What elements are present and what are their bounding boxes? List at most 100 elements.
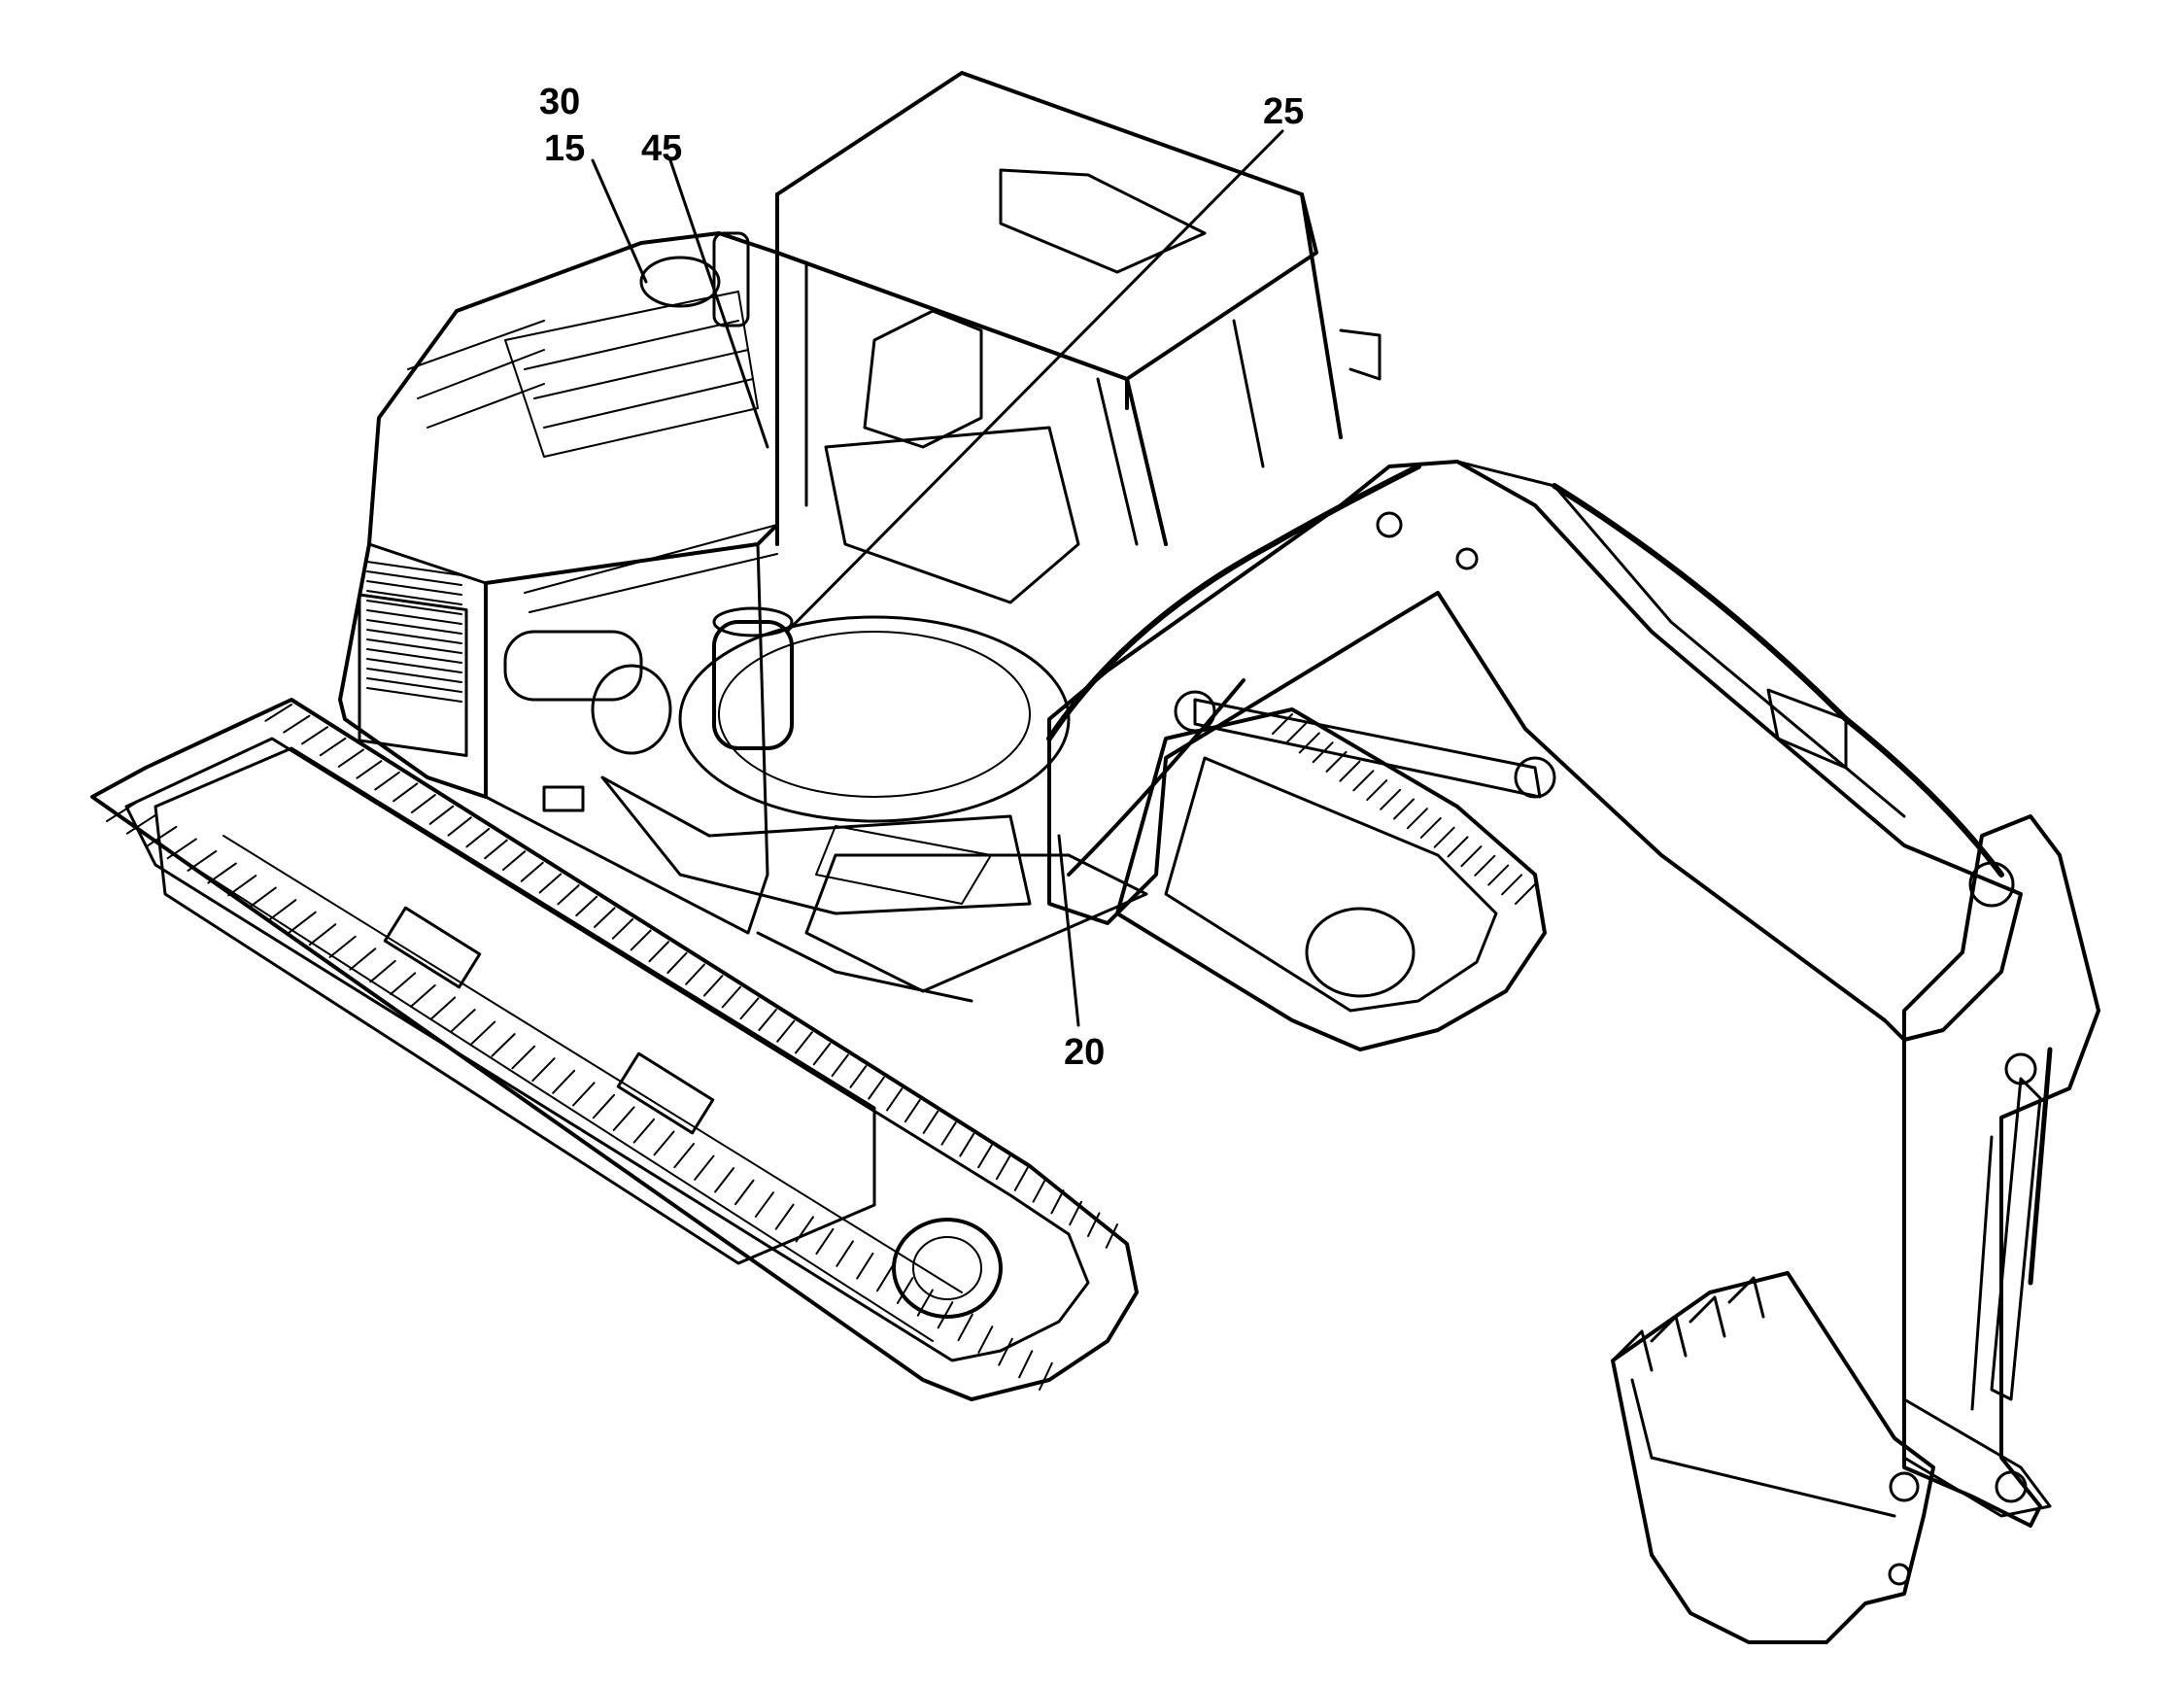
louvre-slat <box>366 561 462 576</box>
track-cleat <box>666 951 688 975</box>
cab <box>775 71 1382 604</box>
track-cleat <box>868 1076 885 1100</box>
track-cleat <box>714 1167 735 1193</box>
louvre-slat <box>366 687 462 703</box>
track-cleat <box>774 1203 795 1230</box>
louvre-slat <box>366 677 462 693</box>
track-cleat <box>470 1020 496 1045</box>
track-cleat <box>1032 1178 1047 1203</box>
track-cleat <box>776 1019 796 1043</box>
track-cleat <box>356 760 383 779</box>
track-cleat <box>146 825 178 847</box>
track-cleat <box>734 1179 755 1206</box>
callout-45: 45 <box>641 128 683 169</box>
track-cleat <box>959 1132 975 1157</box>
track-cleat <box>484 839 508 860</box>
track-cleat <box>264 704 292 722</box>
track-cleat <box>390 972 417 996</box>
track-cleat <box>849 1065 868 1088</box>
track-cleat <box>995 1155 1011 1181</box>
track-cleat <box>702 975 724 997</box>
track-cleat <box>319 737 347 757</box>
track-cleat <box>940 1121 957 1146</box>
track-cleat <box>1460 845 1483 868</box>
track-cleat <box>106 801 138 822</box>
track-cleat <box>337 748 364 768</box>
track-cleat <box>1105 1223 1118 1249</box>
track-cleat <box>328 935 357 958</box>
track-cleat <box>632 1118 656 1144</box>
boom <box>1046 460 2023 1042</box>
track-cleat <box>1433 826 1455 848</box>
track-cleat <box>1069 1200 1083 1226</box>
track-cleat <box>429 996 457 1020</box>
track-cleat <box>1419 816 1442 839</box>
track-cleat <box>374 771 400 791</box>
louvre-slat <box>366 638 462 654</box>
track-cleat <box>1298 732 1320 754</box>
leader-25 <box>785 129 1284 634</box>
callout-25: 25 <box>1263 91 1305 132</box>
track-cleat <box>288 911 317 934</box>
leader-45 <box>668 158 769 449</box>
track-cleat <box>267 899 297 921</box>
callout-15: 15 <box>544 128 586 169</box>
track-cleat <box>1013 1166 1029 1191</box>
track-cleat <box>812 1042 832 1066</box>
track-cleat <box>227 875 257 897</box>
track-cleat <box>922 1110 939 1134</box>
track-cleat <box>1501 874 1523 896</box>
track-cleat <box>694 1154 715 1181</box>
track-cleat <box>531 1057 556 1083</box>
track-cleat <box>1050 1189 1065 1215</box>
track-cleat <box>1447 836 1469 858</box>
louvre-slat <box>366 600 462 615</box>
track-cleat <box>308 923 337 947</box>
track-cleat <box>187 849 218 872</box>
track-cleat <box>856 1252 874 1280</box>
track-cleat <box>831 1053 849 1078</box>
track-cleat <box>410 983 436 1008</box>
track-cleat <box>392 782 419 803</box>
track-cleat <box>611 917 634 940</box>
track-cleat <box>653 1130 675 1156</box>
track-cleat <box>998 1337 1013 1366</box>
track-cleat <box>876 1264 894 1292</box>
track-cleat <box>1284 722 1307 744</box>
track-cleat <box>648 941 670 963</box>
louvre-slat <box>366 570 462 586</box>
track-cleat <box>592 1093 616 1119</box>
track-cleat <box>1487 864 1510 886</box>
track-cleat <box>125 813 157 835</box>
track-cleat <box>349 947 377 971</box>
track-cleat <box>520 861 544 882</box>
callout-20: 20 <box>1064 1032 1106 1073</box>
right-track <box>1115 707 1547 1051</box>
track-cleat <box>1366 779 1388 802</box>
track-cleat <box>572 1082 596 1107</box>
track-cleat <box>896 1276 914 1304</box>
callout-30: 30 <box>539 82 581 122</box>
track-cleat <box>538 873 563 894</box>
track-cleat <box>301 726 328 745</box>
track-cleat <box>673 1143 696 1169</box>
swing-ring <box>600 606 1071 915</box>
track-cleat <box>552 1069 576 1094</box>
leader-lines <box>591 129 1284 1027</box>
track-cleat <box>977 1326 994 1354</box>
leader-20 <box>1057 834 1080 1027</box>
track-cleat <box>491 1033 516 1057</box>
track-cleat <box>501 850 527 871</box>
track-cleat <box>1515 883 1536 905</box>
left-track <box>90 698 1139 1401</box>
louvre-slat <box>366 580 462 596</box>
track-cleat <box>1393 798 1415 820</box>
track-cleat <box>977 1144 993 1169</box>
louvre-slat <box>366 629 462 644</box>
track-cleat <box>721 985 741 1009</box>
louvre-slat <box>366 668 462 683</box>
track-cleat <box>1018 1350 1034 1379</box>
track-cleat <box>754 1191 774 1218</box>
bucket <box>1611 1271 1935 1644</box>
